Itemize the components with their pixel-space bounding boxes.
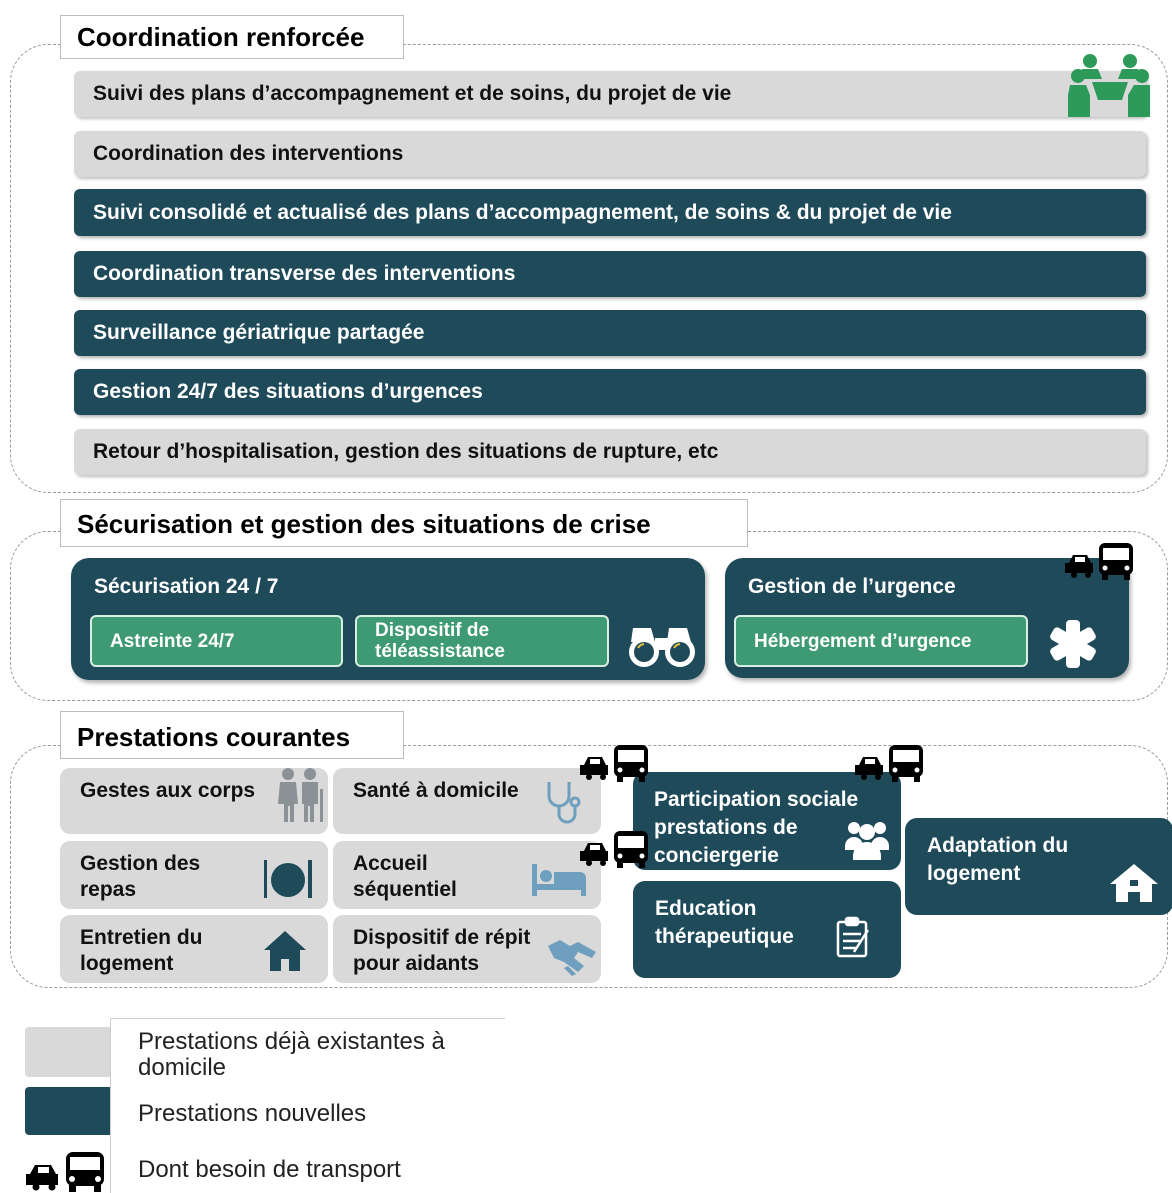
tile-sante: Santé à domicile [333, 768, 601, 834]
coordination-row-3: Suivi consolidé et actualisé des plans d… [74, 189, 1146, 236]
tile-participation-label: Participation sociale prestations de con… [654, 788, 859, 867]
coordination-row-4: Coordination transverse des intervention… [74, 251, 1146, 297]
binoculars-icon [627, 624, 697, 668]
legend-transport-label: Dont besoin de transport [138, 1156, 401, 1183]
tile-education: Education thérapeutique [633, 881, 901, 978]
tile-repas-label: Gestion des repas [80, 852, 201, 901]
coordination-row-1: Suivi des plans d’accompagnement et de s… [74, 71, 1146, 117]
coordination-row-5: Surveillance gériatrique partagée [74, 310, 1146, 356]
courantes-title: Prestations courantes [60, 711, 404, 759]
transport-icon [580, 743, 650, 783]
group-icon [845, 818, 889, 860]
meeting-people-icon [1068, 52, 1152, 118]
crisis-title: Sécurisation et gestion des situations d… [60, 499, 748, 547]
handshake-icon [546, 936, 598, 978]
tile-entretien-label: Entretien du logement [80, 926, 203, 975]
clipboard-icon [832, 916, 872, 958]
asterisk-icon [1047, 618, 1099, 670]
hebergement-pill: Hébergement d’urgence [734, 615, 1028, 667]
tile-education-label: Education thérapeutique [655, 897, 794, 948]
teleassistance-pill: Dispositif de téléassistance [355, 615, 609, 667]
legend-new-label: Prestations nouvelles [138, 1100, 367, 1127]
legend-existing-swatch [25, 1027, 115, 1077]
securisation-title: Sécurisation 24 / 7 [94, 575, 279, 598]
coordination-row-6: Gestion 24/7 des situations d’urgences [74, 369, 1146, 415]
house-icon [262, 929, 308, 973]
tile-gestes: Gestes aux corps [60, 768, 328, 834]
coordination-row-7: Retour d’hospitalisation, gestion des si… [74, 429, 1146, 475]
coordination-title: Coordination renforcée [60, 15, 404, 59]
legend-text-box [110, 1018, 505, 1193]
tile-repit-label: Dispositif de répit pour aidants [353, 926, 531, 975]
legend-transport-icon [26, 1150, 106, 1193]
legend-new-swatch [25, 1087, 115, 1135]
stethoscope-icon [543, 778, 587, 826]
tile-sante-label: Santé à domicile [353, 779, 519, 802]
tile-gestes-label: Gestes aux corps [80, 779, 256, 802]
legend-existing-label: Prestations déjà existantes à domicile [138, 1028, 445, 1081]
transport-icon [580, 829, 650, 869]
bed-icon [530, 862, 588, 898]
house-icon [1108, 862, 1160, 904]
elderly-couple-icon [272, 767, 328, 823]
securisation-panel: Sécurisation 24 / 7 Astreinte 24/7 Dispo… [71, 558, 705, 680]
urgence-title: Gestion de l’urgence [748, 575, 956, 598]
coordination-row-2: Coordination des interventions [74, 131, 1146, 177]
urgence-panel: Gestion de l’urgence Hébergement d’urgen… [725, 558, 1129, 678]
tile-adaptation-label: Adaptation du logement [927, 834, 1069, 885]
transport-icon [1065, 541, 1135, 581]
astreinte-pill: Astreinte 24/7 [90, 615, 343, 667]
tile-accueil-label: Accueil séquentiel [353, 852, 457, 901]
transport-icon [855, 743, 925, 783]
plate-cutlery-icon [262, 858, 314, 900]
